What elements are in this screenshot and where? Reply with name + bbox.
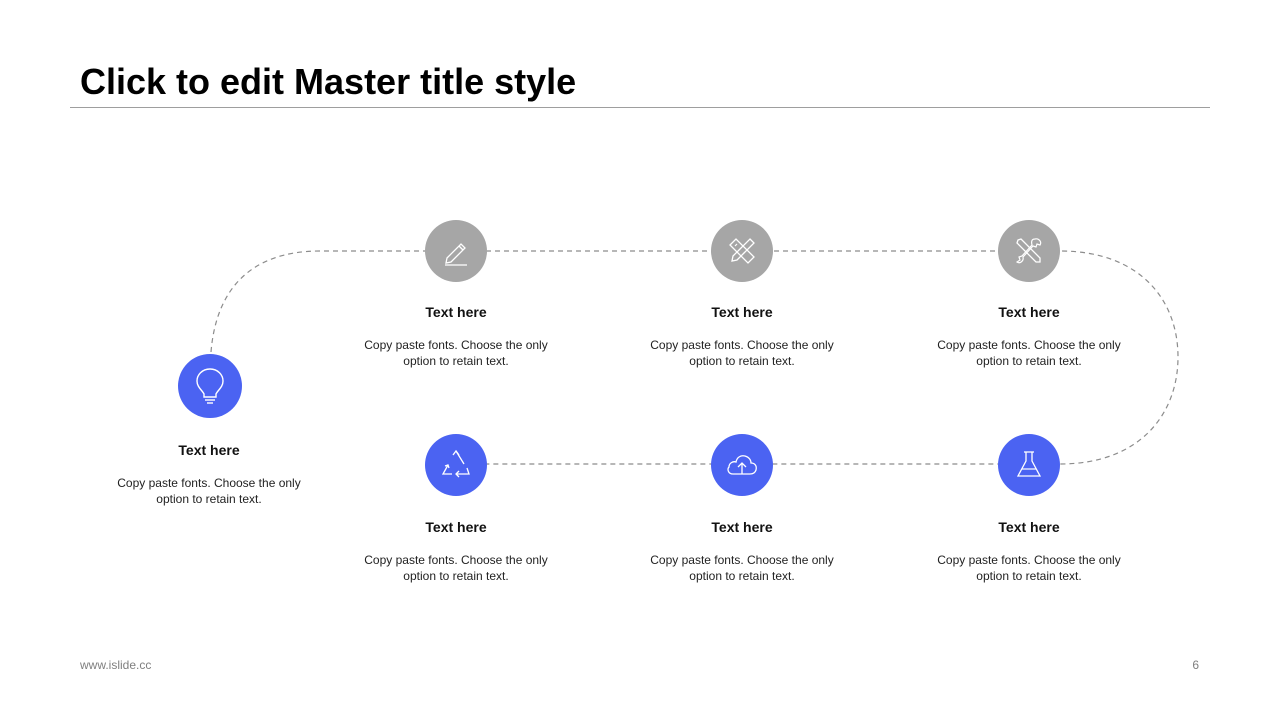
pencil-icon <box>445 243 467 266</box>
step-5-desc: Copy paste fonts. Choose the only option… <box>346 552 566 584</box>
step-6-desc-line2: option to retain text. <box>689 569 795 583</box>
lightbulb-circle[interactable] <box>178 354 242 418</box>
ruler-pencil-circle[interactable] <box>711 220 773 282</box>
title-underline <box>70 107 1210 108</box>
step-2-desc-line1: Copy paste fonts. Choose the only <box>364 338 548 352</box>
step-5-desc-line1: Copy paste fonts. Choose the only <box>364 553 548 567</box>
step-3-desc-line2: option to retain text. <box>689 354 795 368</box>
step-4-title: Text here <box>998 304 1060 320</box>
tools-circle[interactable] <box>998 220 1060 282</box>
cloud-upload-circle[interactable] <box>711 434 773 496</box>
step-4-desc: Copy paste fonts. Choose the only option… <box>919 337 1139 369</box>
step-2-desc: Copy paste fonts. Choose the only option… <box>346 337 566 369</box>
step-3-title: Text here <box>711 304 773 320</box>
step-6-title: Text here <box>711 519 773 535</box>
step-6-desc-line1: Copy paste fonts. Choose the only <box>650 553 834 567</box>
step-1-desc: Copy paste fonts. Choose the only option… <box>99 475 319 507</box>
step-2-title: Text here <box>425 304 487 320</box>
step-1-desc-line1: Copy paste fonts. Choose the only <box>117 476 301 490</box>
step-7-desc: Copy paste fonts. Choose the only option… <box>919 552 1139 584</box>
step-2-desc-line2: option to retain text. <box>403 354 509 368</box>
step-7-desc-line2: option to retain text. <box>976 569 1082 583</box>
pencil-circle[interactable] <box>425 220 487 282</box>
step-4-desc-line2: option to retain text. <box>976 354 1082 368</box>
recycle-icon <box>441 449 470 478</box>
page-number: 6 <box>1192 658 1199 672</box>
step-3-desc-line1: Copy paste fonts. Choose the only <box>650 338 834 352</box>
step-1-desc-line2: option to retain text. <box>156 492 262 506</box>
step-3-desc: Copy paste fonts. Choose the only option… <box>632 337 852 369</box>
step-5-title: Text here <box>425 519 487 535</box>
flask-circle[interactable] <box>998 434 1060 496</box>
cloud-upload-icon <box>727 455 757 475</box>
lightbulb-icon <box>196 368 224 404</box>
recycle-circle[interactable] <box>425 434 487 496</box>
footer-url[interactable]: www.islide.cc <box>80 658 152 672</box>
step-4-desc-line1: Copy paste fonts. Choose the only <box>937 338 1121 352</box>
flask-icon <box>1016 451 1042 477</box>
step-7-desc-line1: Copy paste fonts. Choose the only <box>937 553 1121 567</box>
step-5-desc-line2: option to retain text. <box>403 569 509 583</box>
tools-icon <box>1015 238 1042 264</box>
slide-title[interactable]: Click to edit Master title style <box>80 61 577 102</box>
step-7-title: Text here <box>998 519 1060 535</box>
ruler-pencil-icon <box>729 238 755 264</box>
step-1-title: Text here <box>178 442 240 458</box>
step-6-desc: Copy paste fonts. Choose the only option… <box>632 552 852 584</box>
